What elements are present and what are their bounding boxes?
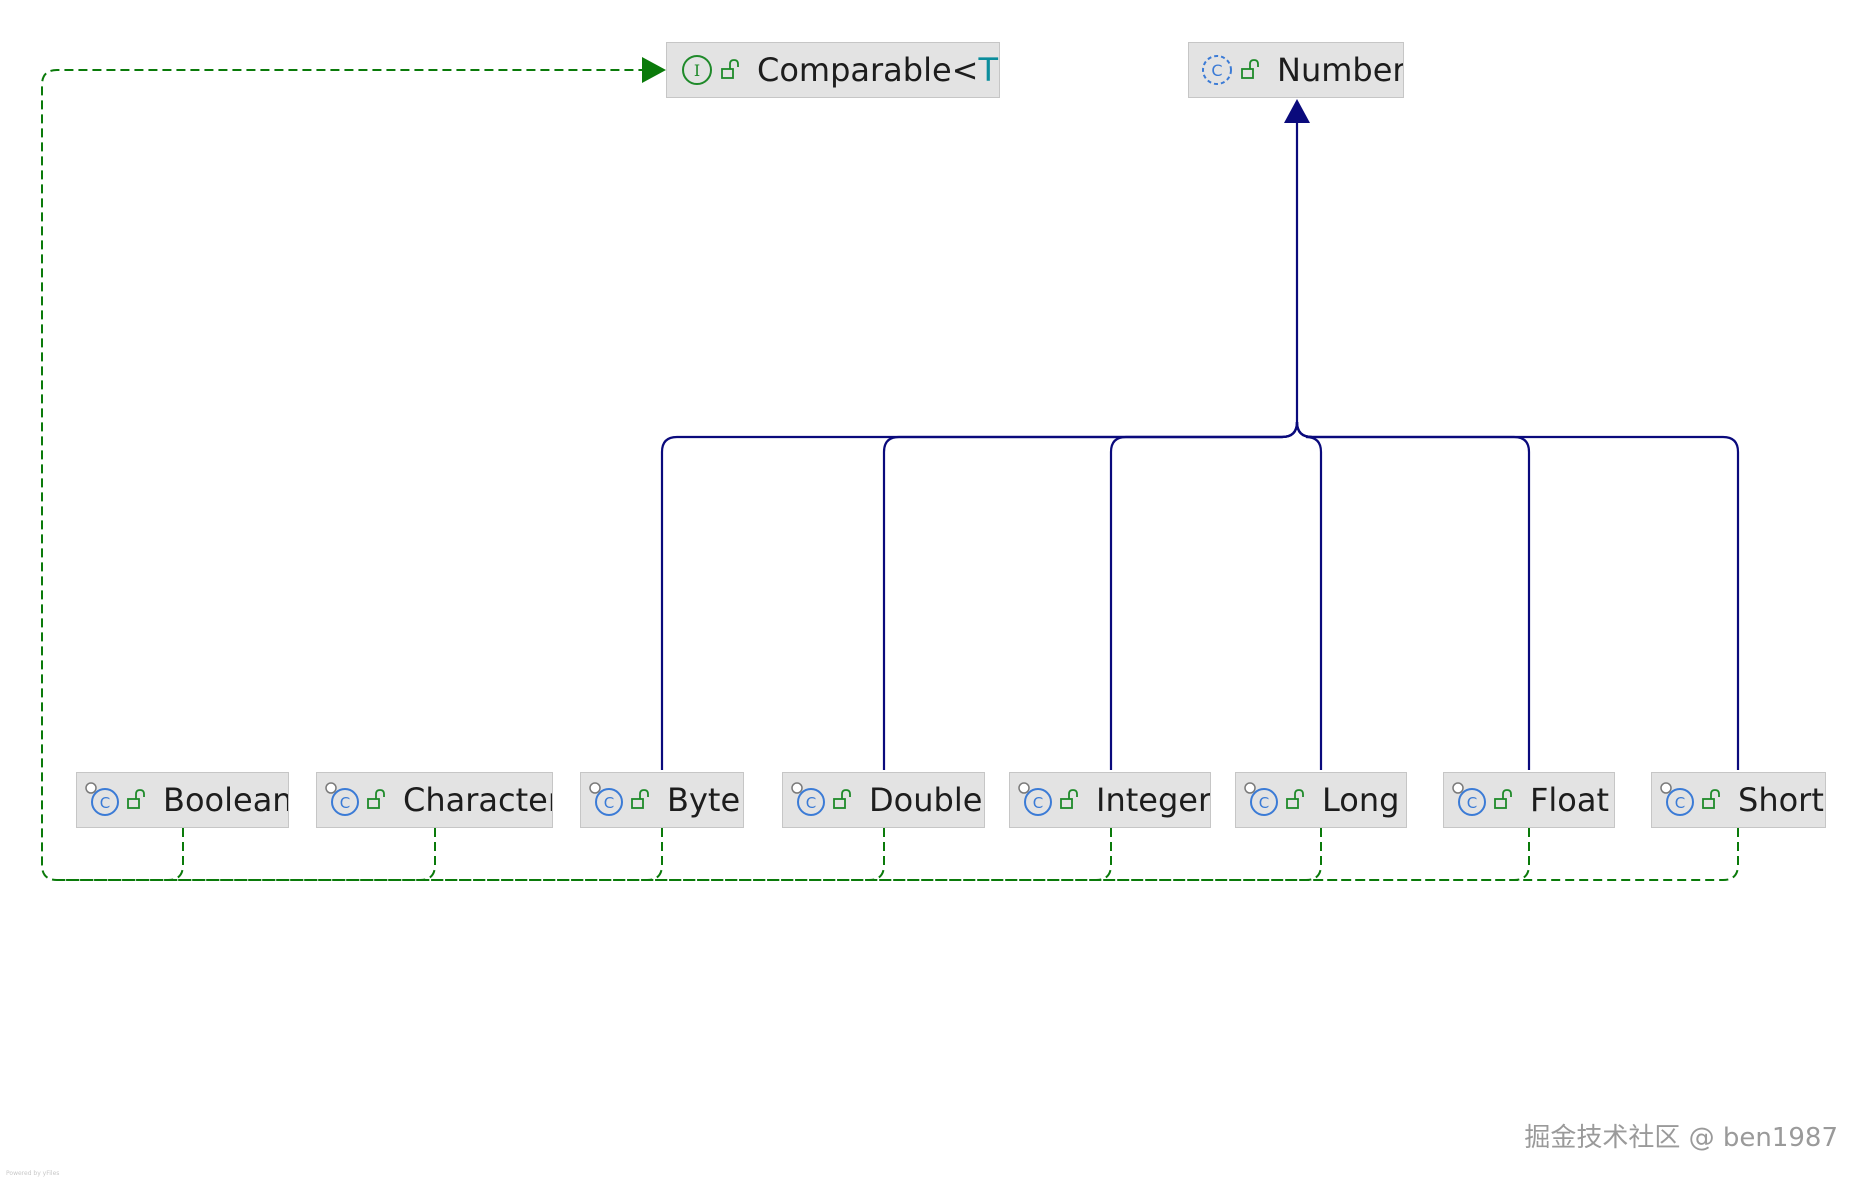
edge-float-extends-number xyxy=(1295,421,1531,770)
watermark: 掘金技术社区 @ ben1987 xyxy=(1524,1123,1838,1153)
svg-text:C: C xyxy=(100,794,110,812)
node-number[interactable]: C Number xyxy=(1188,42,1404,98)
node-name: Character xyxy=(403,781,553,819)
public-icon xyxy=(1241,59,1259,79)
node-double[interactable]: C Double xyxy=(782,772,985,828)
final-class-icon: C xyxy=(1244,782,1278,816)
node-name: Integer xyxy=(1096,781,1211,819)
node-long[interactable]: C Long xyxy=(1235,772,1407,828)
node-name: Boolean xyxy=(163,781,289,819)
node-name: Double xyxy=(869,781,983,819)
node-boolean[interactable]: C Boolean xyxy=(76,772,289,828)
public-icon xyxy=(631,789,649,809)
svg-text:I: I xyxy=(694,61,700,80)
edge-byte-extends-number xyxy=(660,118,1299,770)
public-icon xyxy=(127,789,145,809)
node-name: Short xyxy=(1738,781,1824,819)
class-icon: C xyxy=(1202,55,1232,85)
final-class-icon: C xyxy=(1660,782,1694,816)
public-icon xyxy=(833,789,851,809)
final-class-icon: C xyxy=(85,782,119,816)
svg-text:C: C xyxy=(1259,794,1269,812)
node-comparable[interactable]: I Comparable<T> xyxy=(666,42,1000,98)
edge-long-extends-number xyxy=(1295,421,1323,770)
final-class-icon: C xyxy=(589,782,623,816)
final-class-icon: C xyxy=(791,782,825,816)
node-name: Long xyxy=(1322,781,1400,819)
edge-short-extends-number xyxy=(1295,421,1740,770)
edge-integer-extends-number xyxy=(1109,421,1299,770)
public-icon xyxy=(721,59,739,79)
extends-edges xyxy=(660,118,1740,770)
node-short[interactable]: C Short xyxy=(1651,772,1826,828)
implements-arrowhead xyxy=(642,57,666,83)
edge-double-extends-number xyxy=(882,421,1299,770)
public-icon xyxy=(1702,789,1720,809)
final-class-icon: C xyxy=(325,782,359,816)
node-name: Comparable<T> xyxy=(757,51,999,89)
node-name: Byte xyxy=(667,781,741,819)
svg-text:C: C xyxy=(1211,61,1222,80)
node-float[interactable]: C Float xyxy=(1443,772,1615,828)
credit-text: Powered by yFiles xyxy=(6,1170,60,1177)
node-byte[interactable]: C Byte xyxy=(580,772,744,828)
type-parameter: T xyxy=(978,51,999,89)
public-icon xyxy=(1286,789,1304,809)
node-name: Float xyxy=(1530,781,1610,819)
node-name: Number xyxy=(1277,51,1404,89)
interface-icon: I xyxy=(682,55,712,85)
public-icon xyxy=(1494,789,1512,809)
svg-text:C: C xyxy=(604,794,614,812)
svg-text:C: C xyxy=(340,794,350,812)
public-icon xyxy=(367,789,385,809)
implements-edges xyxy=(41,69,1739,881)
final-class-icon: C xyxy=(1452,782,1486,816)
node-integer[interactable]: C Integer xyxy=(1009,772,1211,828)
svg-text:C: C xyxy=(1033,794,1043,812)
svg-text:C: C xyxy=(806,794,816,812)
final-class-icon: C xyxy=(1018,782,1052,816)
svg-text:C: C xyxy=(1467,794,1477,812)
extends-arrowhead xyxy=(1284,99,1310,123)
svg-text:C: C xyxy=(1675,794,1685,812)
node-character[interactable]: C Character xyxy=(316,772,553,828)
public-icon xyxy=(1060,789,1078,809)
